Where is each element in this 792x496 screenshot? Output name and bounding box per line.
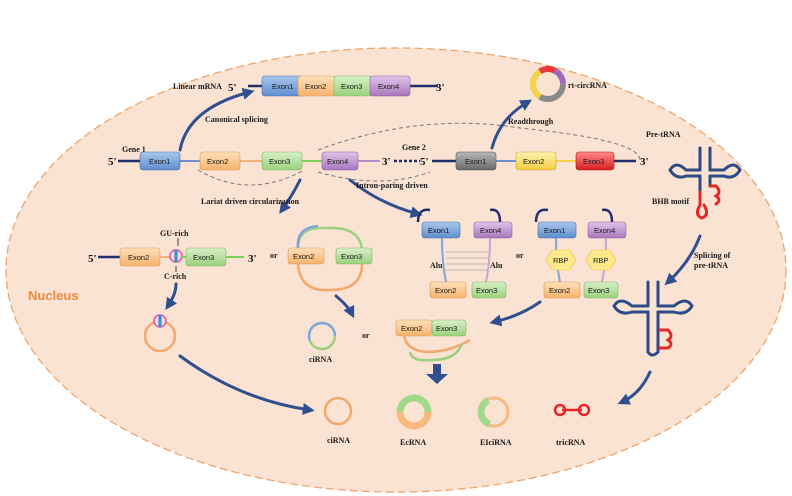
gene1-exon4 — [321, 151, 359, 171]
linear-mrna-3prime: 3' — [436, 82, 445, 94]
lariat-or: or — [270, 251, 278, 260]
svg-text:Exon2: Exon2 — [305, 82, 326, 91]
cirna-middle-label: ciRNA — [309, 355, 332, 364]
spliced-trna — [612, 280, 694, 357]
gene1: Gene 1 5' Exon1 Exon2 Exon3 Exon4 3' — [108, 145, 420, 171]
svg-text:Exon1: Exon1 — [272, 82, 293, 91]
svg-text:Exon3: Exon3 — [193, 253, 214, 262]
alu-right: Alu — [490, 261, 503, 270]
rt-circrna — [530, 66, 566, 102]
svg-text:RBP: RBP — [553, 256, 568, 265]
ecrna — [396, 394, 432, 430]
gene2-5prime: 5' — [420, 156, 429, 168]
svg-text:3': 3' — [248, 253, 257, 265]
or-middle: or — [362, 331, 370, 340]
svg-text:Exon4: Exon4 — [378, 82, 399, 91]
intron-pairing-arrow — [348, 178, 423, 218]
svg-text:Exon2: Exon2 — [435, 286, 456, 295]
linear-mrna-label: Linear mRNA — [173, 82, 222, 91]
gu-rich-label: GU-rich — [160, 229, 189, 238]
ecrna-label: EcRNA — [400, 438, 426, 447]
svg-text:Exon3: Exon3 — [583, 157, 604, 166]
middle-loop: Exon2 Exon3 — [287, 224, 373, 292]
middle-loop-arrow — [334, 294, 355, 319]
gene2-exon3 — [575, 151, 615, 171]
svg-text:Exon1: Exon1 — [149, 157, 170, 166]
tricrna-arrow — [617, 370, 652, 405]
svg-text:Exon4: Exon4 — [594, 226, 615, 235]
pre-trna-label: Pre-tRNA — [646, 130, 681, 139]
rt-circrna-label: rt-circRNA — [568, 81, 607, 90]
pre-trna — [668, 146, 742, 220]
svg-text:Exon2: Exon2 — [401, 324, 422, 333]
gene2: Gene 2 5' Exon1 Exon2 Exon3 3' — [402, 143, 649, 171]
svg-text:Exon4: Exon4 — [327, 157, 348, 166]
tricrna — [553, 403, 591, 417]
readthrough-arrow — [490, 99, 533, 150]
lariat-precursor: 5' Exon2 Exon3 3' GU-rich C-rich — [88, 229, 257, 281]
linear-mrna-exon4 — [369, 75, 411, 97]
big-down-arrow — [426, 364, 448, 384]
gene1-label: Gene 1 — [122, 145, 146, 154]
svg-text:Exon3: Exon3 — [341, 82, 362, 91]
svg-text:Exon2: Exon2 — [293, 252, 314, 261]
svg-text:Exon3: Exon3 — [436, 324, 457, 333]
lariat-title: Lariat driven circularization — [201, 197, 300, 206]
alu-pairing-structure: Exon1 Exon4 Alu Alu Exon2 Exon3 — [416, 208, 513, 299]
svg-text:Exon1: Exon1 — [428, 226, 449, 235]
svg-text:Exon4: Exon4 — [480, 226, 501, 235]
rbp-pairing-structure: Exon1 Exon4 RBP RBP Exon2 Exon3 — [534, 208, 627, 299]
lariat-to-cirna-arrow — [178, 354, 315, 415]
linear-mrna-5prime: 5' — [228, 82, 237, 94]
readthrough-label: Readthrough — [508, 117, 554, 126]
gene1-exon2 — [199, 151, 241, 171]
svg-text:Exon2: Exon2 — [523, 157, 544, 166]
intron-pairing-title: Intron-paring driven — [356, 181, 428, 190]
svg-text:Exon3: Exon3 — [341, 252, 362, 261]
lariat-down-arrow — [165, 282, 178, 310]
lariat-arrow — [279, 178, 302, 214]
gene1-exon3 — [261, 151, 303, 171]
splicing-pre-trna-label-1: Splicing of — [694, 251, 731, 260]
rbp-down-arrow — [489, 300, 542, 327]
gene2-exon2 — [515, 151, 557, 171]
alu-left: Alu — [430, 261, 443, 270]
svg-text:5': 5' — [88, 253, 97, 265]
c-rich-label: C-rich — [164, 272, 187, 281]
svg-text:Exon1: Exon1 — [465, 157, 486, 166]
cirna-bottom — [323, 396, 353, 426]
svg-text:Exon3: Exon3 — [269, 157, 290, 166]
ecrna-loop: Exon2 Exon3 — [395, 319, 471, 362]
tricrna-label: tricRNA — [556, 438, 586, 447]
elcirna — [477, 395, 511, 429]
canonical-splicing-label: Canonical splicing — [205, 115, 268, 124]
splicing-pre-trna-arrow — [664, 234, 702, 286]
cirna-middle — [307, 321, 337, 351]
svg-text:RBP: RBP — [593, 256, 608, 265]
gene2-exon1 — [455, 151, 497, 171]
linear-mrna: Linear mRNA 5' Exon1 Exon2 Exon3 Exon4 3… — [173, 75, 445, 97]
gene2-label: Gene 2 — [402, 143, 426, 152]
gene1-3prime: 3' — [382, 156, 391, 168]
svg-text:Exon2: Exon2 — [549, 286, 570, 295]
svg-text:Exon2: Exon2 — [207, 157, 228, 166]
nucleus — [5, 47, 787, 493]
canonical-splicing-arrow — [178, 87, 255, 152]
lariat-loop — [143, 314, 177, 353]
bhb-motif-label: BHB motif — [652, 197, 689, 206]
cirna-bottom-label: ciRNA — [327, 436, 350, 445]
elcirna-label: EIciRNA — [480, 438, 512, 447]
gene2-3prime: 3' — [640, 156, 649, 168]
svg-text:Exon1: Exon1 — [544, 226, 565, 235]
gene1-exon1 — [139, 151, 181, 171]
gene1-5prime: 5' — [108, 156, 117, 168]
svg-text:Exon2: Exon2 — [128, 253, 149, 262]
svg-text:Exon3: Exon3 — [588, 286, 609, 295]
splicing-pre-trna-label-2: pre-tRNA — [694, 261, 728, 270]
svg-text:Exon3: Exon3 — [476, 286, 497, 295]
intron-pairing-or: or — [516, 251, 524, 260]
nucleus-label: Nucleus — [28, 288, 79, 303]
